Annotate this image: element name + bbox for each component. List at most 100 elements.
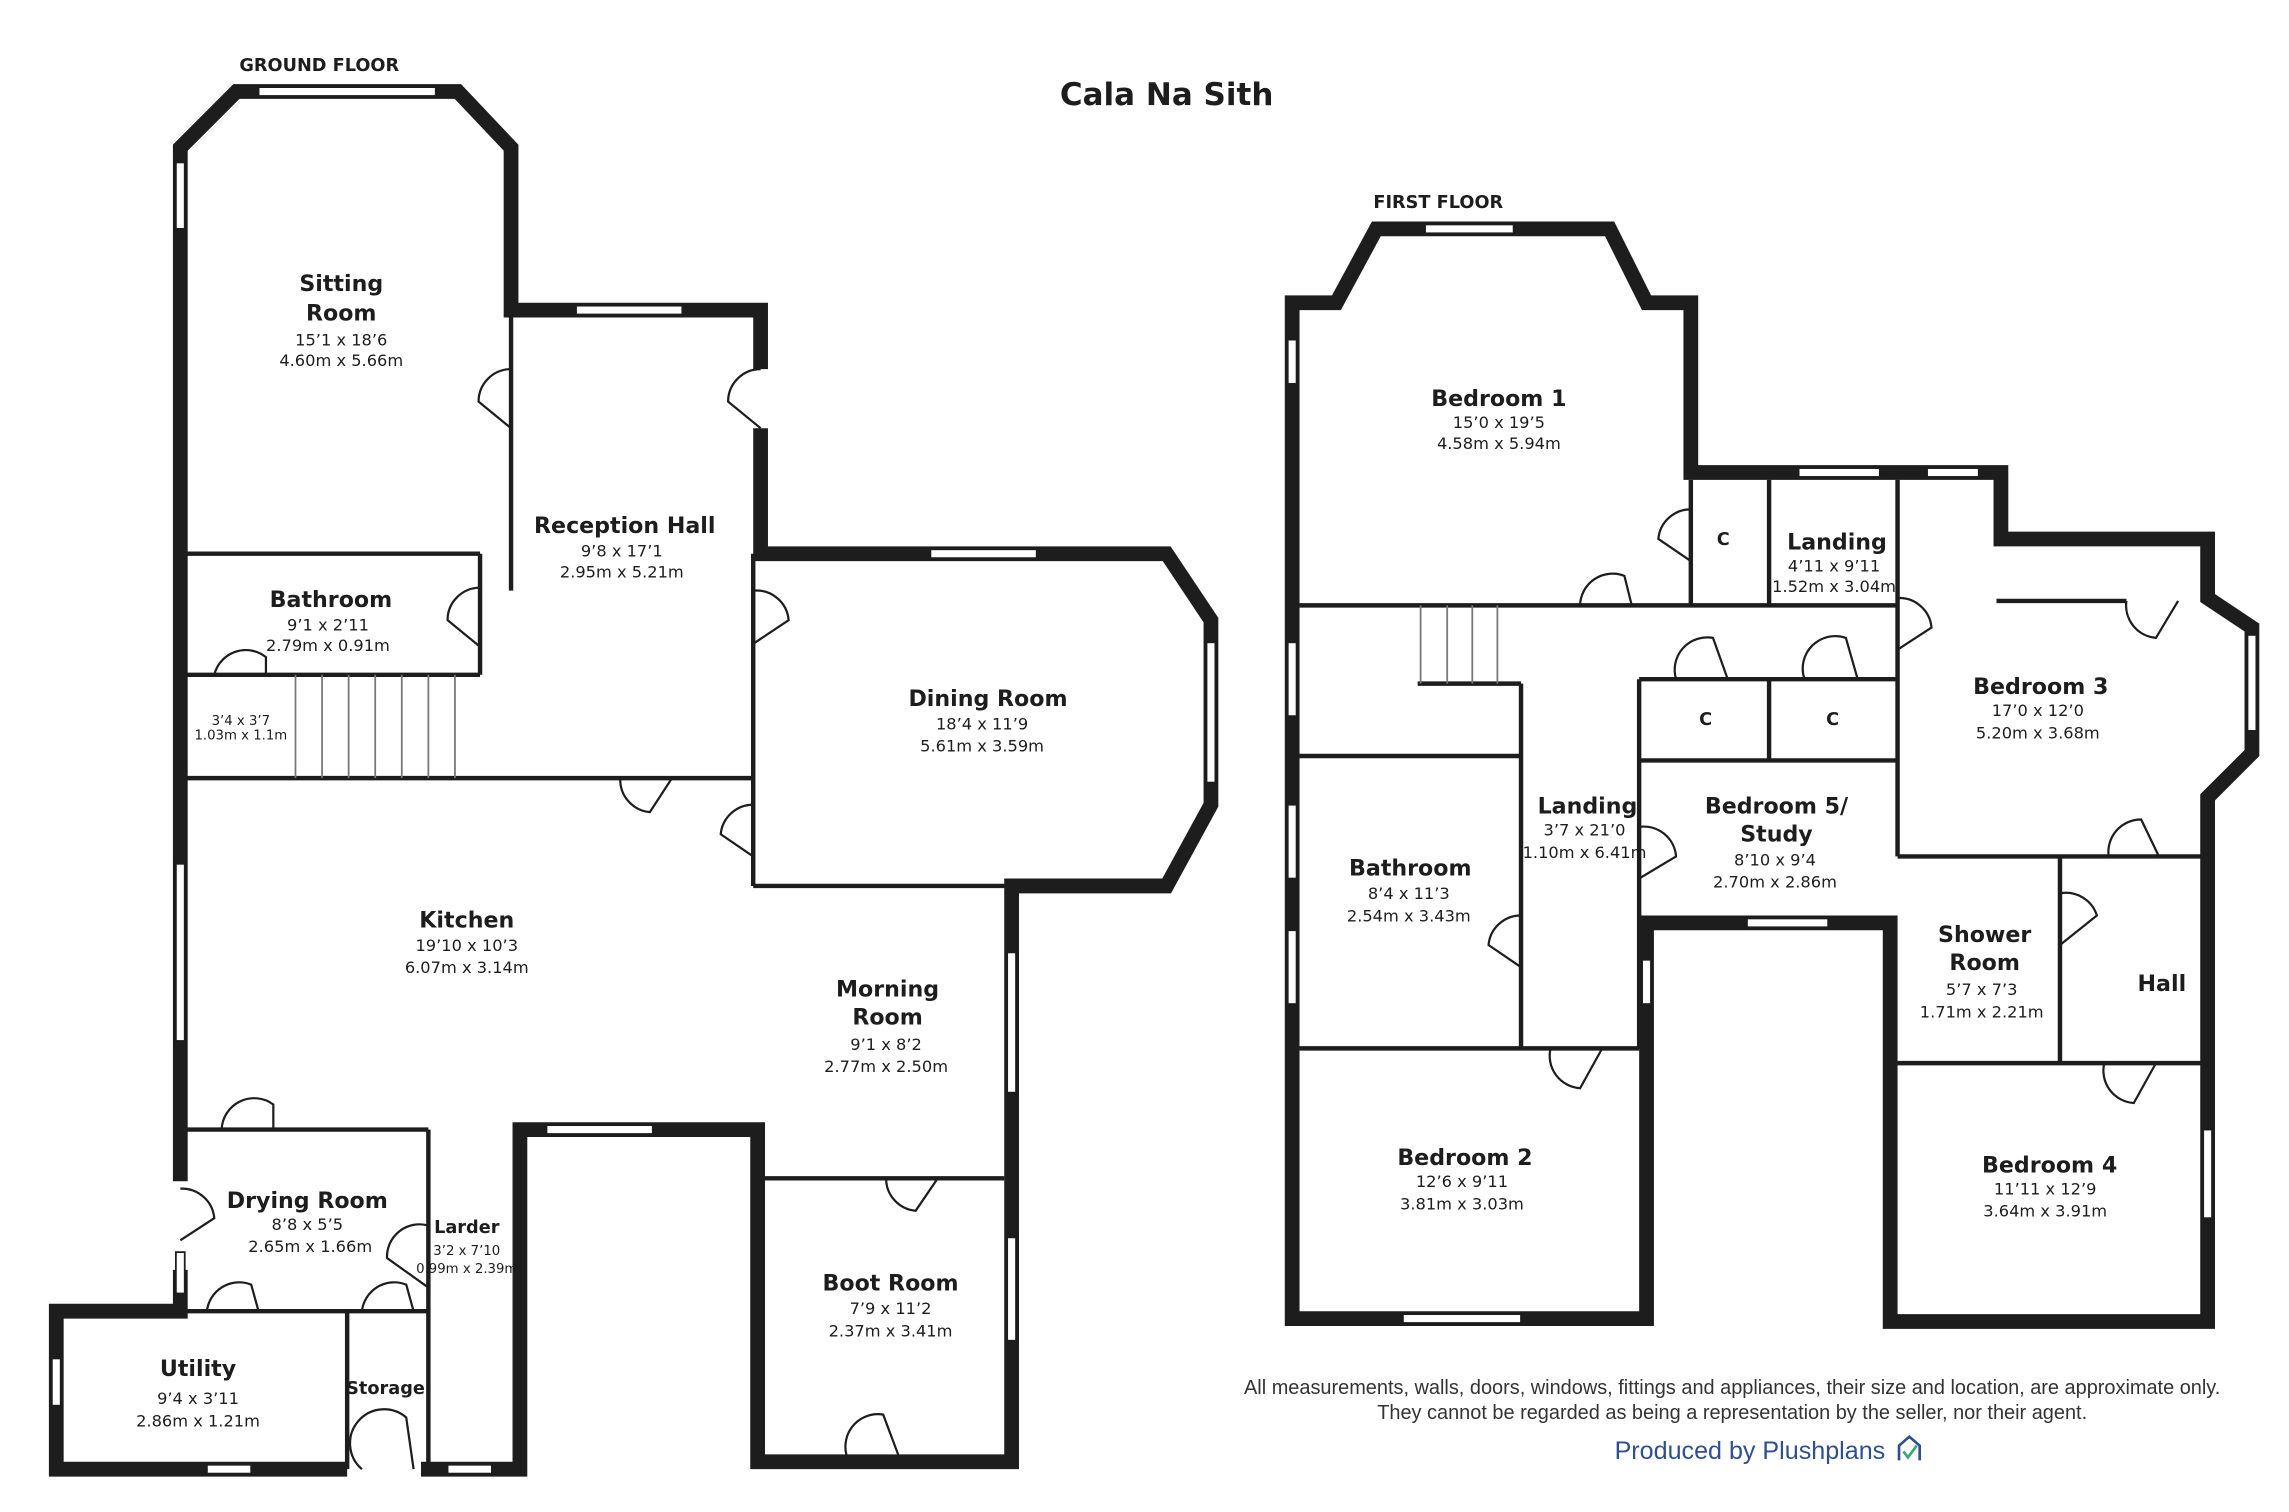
room-landing-upper: Landing 4’11 x 9’11 1.52m x 3.04m: [1772, 529, 1896, 596]
svg-text:5.61m x 3.59m: 5.61m x 3.59m: [920, 737, 1044, 756]
ground-floor: GROUND FLOOR: [48, 56, 1219, 1477]
svg-text:Kitchen: Kitchen: [419, 907, 514, 933]
disclaimer-line-2: They cannot be regarded as being a repre…: [1377, 1402, 2087, 1424]
room-morning-room: Morning Room 9’1 x 8’2 2.77m x 2.50m: [824, 977, 948, 1076]
ground-floor-outer-wall: [420, 428, 1219, 1477]
svg-text:15’1 x 18’6: 15’1 x 18’6: [295, 331, 387, 350]
room-storage: Storage: [346, 1379, 425, 1399]
svg-text:5.20m x 3.68m: 5.20m x 3.68m: [1976, 723, 2100, 742]
svg-text:9’8 x 17’1: 9’8 x 17’1: [581, 542, 663, 561]
svg-text:Bathroom: Bathroom: [1349, 856, 1472, 882]
room-dining-room: Dining Room 18’4 x 11’9 5.61m x 3.59m: [908, 686, 1067, 756]
svg-text:Study: Study: [1740, 822, 1813, 848]
room-bedroom-5-study: Bedroom 5/ Study 8’10 x 9’4 2.70m x 2.86…: [1705, 794, 1849, 892]
first-floor-outer-wall: [1284, 221, 2260, 1329]
ground-floor-outer-wall: [172, 84, 768, 1182]
svg-text:2.95m x 5.21m: 2.95m x 5.21m: [560, 562, 684, 581]
svg-text:12’6 x 9’11: 12’6 x 9’11: [1416, 1172, 1508, 1191]
svg-text:Utility: Utility: [160, 1356, 237, 1382]
svg-text:1.10m x 6.41m: 1.10m x 6.41m: [1523, 843, 1647, 862]
first-floor-label: FIRST FLOOR: [1373, 193, 1503, 213]
ground-floor-outer-wall: [48, 1269, 348, 1477]
svg-text:5’7 x 7’3: 5’7 x 7’3: [1946, 980, 2018, 999]
svg-text:Bedroom 2: Bedroom 2: [1397, 1145, 1532, 1171]
svg-text:Hall: Hall: [2138, 971, 2187, 997]
doors: [1487, 508, 2180, 1105]
room-bedroom-3: Bedroom 3 17’0 x 12’0 5.20m x 3.68m: [1973, 674, 2108, 742]
svg-text:17’0 x 12’0: 17’0 x 12’0: [1992, 701, 2084, 720]
svg-text:Dining Room: Dining Room: [908, 686, 1067, 712]
svg-text:2.37m x 3.41m: 2.37m x 3.41m: [829, 1321, 953, 1340]
svg-text:Storage: Storage: [346, 1379, 425, 1399]
svg-text:15’0 x 19’5: 15’0 x 19’5: [1453, 413, 1545, 432]
svg-text:0.99m x 2.39m: 0.99m x 2.39m: [416, 1262, 517, 1277]
svg-text:18’4 x 11’9: 18’4 x 11’9: [936, 714, 1028, 733]
room-bedroom-1: Bedroom 1 15’0 x 19’5 4.58m x 5.94m: [1431, 386, 1566, 453]
svg-text:Bedroom 3: Bedroom 3: [1973, 674, 2108, 700]
svg-text:Room: Room: [1949, 950, 2019, 976]
svg-text:Morning: Morning: [836, 977, 939, 1003]
svg-text:2.70m x 2.86m: 2.70m x 2.86m: [1713, 872, 1837, 891]
svg-text:Landing: Landing: [1538, 794, 1638, 820]
svg-text:3.64m x 3.91m: 3.64m x 3.91m: [1983, 1202, 2107, 1221]
svg-text:3’4 x 3’7: 3’4 x 3’7: [212, 714, 270, 729]
svg-text:2.86m x 1.21m: 2.86m x 1.21m: [136, 1411, 260, 1430]
svg-text:1.03m x 1.1m: 1.03m x 1.1m: [194, 729, 287, 744]
svg-text:11’11 x 12’9: 11’11 x 12’9: [1994, 1180, 2097, 1199]
svg-text:9’1 x 2’11: 9’1 x 2’11: [287, 615, 369, 634]
interior-walls: [1299, 479, 2208, 1066]
svg-text:8’4 x 11’3: 8’4 x 11’3: [1368, 884, 1450, 903]
room-understairs: 3’4 x 3’7 1.03m x 1.1m: [194, 714, 287, 744]
room-bedroom-2: Bedroom 2 12’6 x 9’11 3.81m x 3.03m: [1397, 1145, 1532, 1213]
ground-floor-label: GROUND FLOOR: [239, 56, 399, 76]
svg-text:Bedroom 5/: Bedroom 5/: [1705, 794, 1849, 820]
svg-text:Shower: Shower: [1938, 922, 2031, 948]
first-floor: FIRST FLOOR: [1284, 193, 2260, 1329]
room-bathroom-first: Bathroom 8’4 x 11’3 2.54m x 3.43m: [1347, 856, 1472, 926]
room-shower-room: Shower Room 5’7 x 7’3 1.71m x 2.21m: [1920, 922, 2044, 1021]
svg-text:19’10 x 10’3: 19’10 x 10’3: [415, 936, 518, 955]
svg-text:9’4 x 3’11: 9’4 x 3’11: [157, 1389, 239, 1408]
svg-text:2.77m x 2.50m: 2.77m x 2.50m: [824, 1057, 948, 1076]
svg-text:4.58m x 5.94m: 4.58m x 5.94m: [1437, 434, 1561, 453]
doors: [179, 368, 939, 1471]
svg-text:8’10 x 9’4: 8’10 x 9’4: [1734, 850, 1816, 869]
svg-text:2.65m x 1.66m: 2.65m x 1.66m: [248, 1237, 372, 1256]
svg-text:Bathroom: Bathroom: [270, 587, 393, 613]
plushplans-logo-icon: [1897, 1434, 1922, 1461]
interior-walls: [180, 310, 1012, 1470]
room-sitting-room: Sitting Room 15’1 x 18’6 4.60m x 5.66m: [279, 271, 403, 370]
svg-text:4’11 x 9’11: 4’11 x 9’11: [1788, 556, 1880, 575]
room-kitchen: Kitchen 19’10 x 10’3 6.07m x 3.14m: [405, 907, 529, 977]
staircase: [1419, 605, 1499, 684]
room-boot-room: Boot Room 7’9 x 11’2 2.37m x 3.41m: [823, 1271, 959, 1341]
svg-text:3’7 x 21’0: 3’7 x 21’0: [1544, 821, 1626, 840]
cupboard-label: C: [1826, 710, 1839, 730]
svg-text:3.81m x 3.03m: 3.81m x 3.03m: [1400, 1194, 1524, 1213]
svg-text:2.79m x 0.91m: 2.79m x 0.91m: [266, 636, 390, 655]
room-bedroom-4: Bedroom 4 11’11 x 12’9 3.64m x 3.91m: [1982, 1152, 2117, 1220]
room-landing-lower: Landing 3’7 x 21’0 1.10m x 6.41m: [1523, 794, 1647, 862]
svg-text:Bedroom 4: Bedroom 4: [1982, 1152, 2117, 1178]
windows: [50, 86, 1217, 1475]
room-drying-room: Drying Room 8’8 x 5’5 2.65m x 1.66m: [227, 1188, 388, 1256]
svg-text:Drying Room: Drying Room: [227, 1188, 388, 1214]
svg-text:Landing: Landing: [1787, 529, 1887, 555]
svg-text:Boot Room: Boot Room: [823, 1271, 959, 1297]
cupboard-label: C: [1717, 530, 1730, 550]
room-bathroom: Bathroom 9’1 x 2’11 2.79m x 0.91m: [266, 587, 392, 655]
plan-title: Cala Na Sith: [1060, 77, 1274, 113]
svg-text:Room: Room: [306, 300, 377, 326]
producer-credit: Produced by Plushplans: [1615, 1437, 1886, 1465]
svg-text:4.60m x 5.66m: 4.60m x 5.66m: [279, 351, 403, 370]
room-hall: Hall: [2138, 971, 2187, 997]
svg-text:1.71m x 2.21m: 1.71m x 2.21m: [1920, 1002, 2044, 1021]
svg-text:9’1 x 8’2: 9’1 x 8’2: [850, 1035, 922, 1054]
svg-text:6.07m x 3.14m: 6.07m x 3.14m: [405, 958, 529, 977]
disclaimer-line-1: All measurements, walls, doors, windows,…: [1244, 1377, 2220, 1399]
room-larder: Larder 3’2 x 7’10 0.99m x 2.39m: [416, 1218, 517, 1277]
svg-text:Room: Room: [852, 1005, 923, 1031]
room-utility: Utility 9’4 x 3’11 2.86m x 1.21m: [136, 1356, 260, 1430]
first-floor-room-labels: Bedroom 1 15’0 x 19’5 4.58m x 5.94m Land…: [1347, 386, 2186, 1221]
